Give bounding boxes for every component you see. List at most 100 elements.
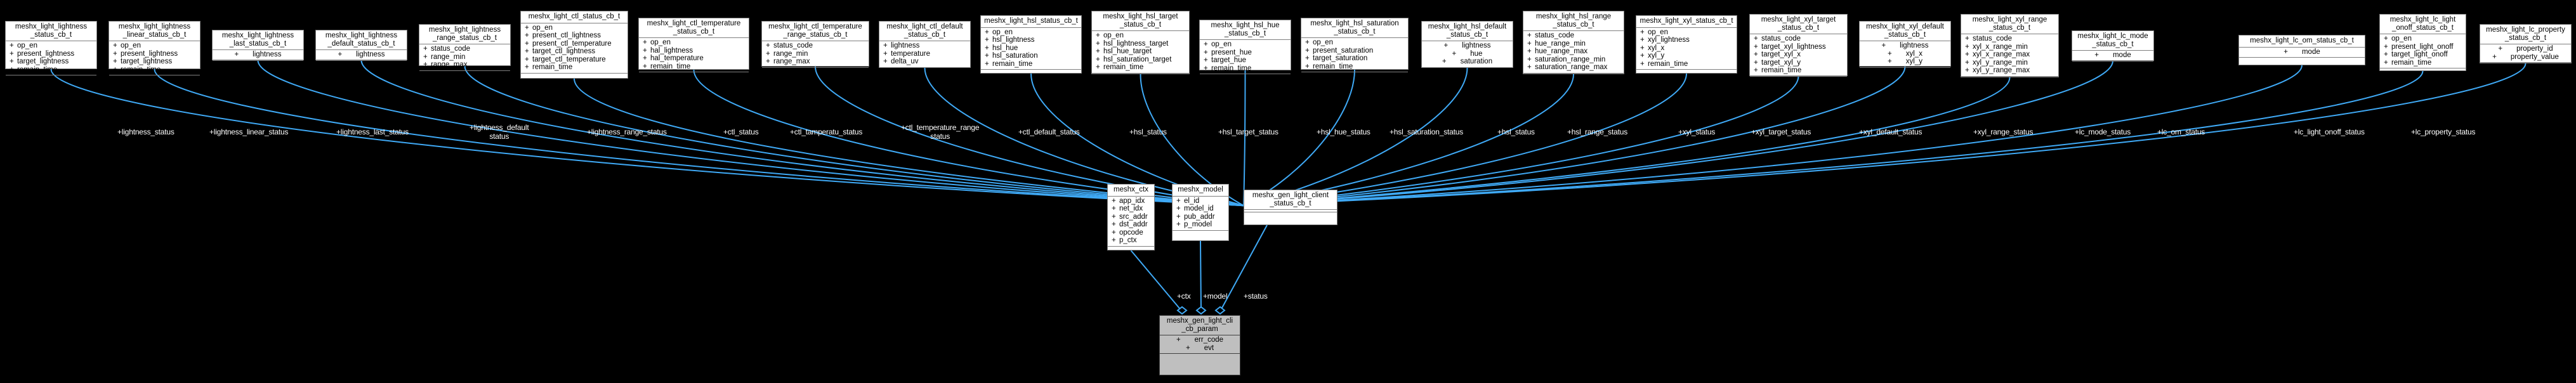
class-node-operations — [1422, 68, 1513, 74]
visibility-plus-icon: + — [2384, 42, 2388, 51]
visibility-plus-icon: + — [1204, 56, 1208, 65]
class-attribute-row: +dst_addr — [1108, 221, 1154, 229]
class-node-n3[interactable]: meshx_light_lightness _default_status_cb… — [315, 30, 407, 61]
class-node-n13[interactable]: meshx_light_hsl_default _status_cb_t+lig… — [1421, 21, 1513, 68]
class-node-n4[interactable]: meshx_light_lightness _range_status_cb_t… — [419, 24, 511, 71]
class-attribute-row: +hal_temperature — [639, 55, 749, 63]
class-node-n7[interactable]: meshx_light_ctl_temperature _range_statu… — [761, 21, 869, 68]
visibility-plus-icon: + — [10, 58, 14, 66]
association-edge-n21 — [1243, 70, 2424, 207]
class-node-n16[interactable]: meshx_light_xyl_target _status_cb_t+stat… — [1749, 14, 1848, 77]
class-attribute-row: +lightness — [1422, 42, 1513, 50]
class-node-n24[interactable]: meshx_model+el_id+model_id+pub_addr+p_mo… — [1172, 184, 1229, 241]
class-node-title: meshx_light_lightness _linear_status_cb_… — [109, 22, 200, 41]
class-attribute-row: +remain_time — [1301, 63, 1408, 71]
edge-label: +xyl_range_status — [1973, 127, 2034, 136]
class-node-operations — [6, 75, 96, 81]
class-node-operations — [762, 68, 869, 74]
visibility-plus-icon: + — [1096, 32, 1100, 39]
visibility-plus-icon: + — [1305, 39, 1310, 46]
visibility-plus-icon: + — [113, 49, 117, 58]
class-node-n17[interactable]: meshx_light_xyl_default _status_cb_t+lig… — [1859, 21, 1951, 68]
class-node-attributes: +op_en+xyl_lightness+xyl_x+xyl_y+remain_… — [1636, 28, 1737, 70]
visibility-plus-icon: + — [1640, 60, 1645, 68]
class-attribute-name: dst_addr — [1119, 221, 1148, 229]
class-node-operations — [1108, 247, 1154, 252]
class-attribute-row: +present_ctl_lightness — [521, 32, 628, 40]
class-node-n19[interactable]: meshx_light_lc_mode _status_cb_t+mode — [2072, 30, 2154, 62]
class-attribute-name: hue — [1470, 49, 1483, 58]
class-attribute-name: lightness — [253, 51, 282, 58]
class-node-attributes: + lightness — [213, 50, 303, 61]
class-node-n15[interactable]: meshx_light_xyl_status_cb_t+op_en+xyl_li… — [1636, 15, 1737, 74]
class-attribute-name: status_code — [773, 42, 813, 49]
visibility-plus-icon: + — [525, 55, 529, 63]
class-attribute-row: +range_min — [762, 50, 869, 58]
class-attribute-row: +p_ctx — [1108, 237, 1154, 245]
class-node-operations — [1173, 231, 1228, 237]
class-node-n9[interactable]: meshx_light_hsl_status_cb_t+op_en+hsl_li… — [980, 15, 1082, 74]
visibility-plus-icon: + — [1965, 51, 1969, 59]
class-node-n10[interactable]: meshx_light_hsl_target _status_cb_t+op_e… — [1091, 11, 1190, 74]
visibility-plus-icon: + — [1527, 48, 1532, 56]
class-node-n23[interactable]: meshx_ctx+app_idx+net_idx+src_addr+dst_a… — [1107, 184, 1155, 250]
visibility-plus-icon: + — [1176, 221, 1181, 229]
class-attribute-row: +remain_time — [639, 63, 749, 71]
class-node-n2[interactable]: meshx_light_lightness _last_status_cb_t+… — [212, 30, 304, 61]
visibility-plus-icon: + — [113, 58, 117, 66]
class-attribute-name: remain_time — [1103, 63, 1144, 72]
edge-label: +ctl_temperature_range status — [901, 123, 980, 141]
class-node-n12[interactable]: meshx_light_hsl_saturation _status_cb_t+… — [1301, 18, 1409, 73]
edge-label: +lightness_range_status — [587, 127, 667, 136]
class-node-n20[interactable]: meshx_light_lc_om_status_cb_t+mode — [2238, 35, 2365, 65]
aggregation-diamond-model — [1195, 306, 1207, 315]
class-attribute-row: +op_en — [109, 42, 200, 50]
class-attribute-row: +range_max — [419, 61, 510, 69]
class-node-n14[interactable]: meshx_light_hsl_range _status_cb_t+statu… — [1523, 11, 1624, 74]
class-node-meshx_gen_light_cli_cb_param[interactable]: meshx_gen_light_cli _cb_param+err_code+e… — [1159, 315, 1240, 375]
class-node-n11[interactable]: meshx_light_hsl_hue _status_cb_t+op_en+p… — [1199, 20, 1291, 75]
visibility-plus-icon: + — [1112, 237, 1116, 245]
edge-label: +xyl_default_status — [1859, 127, 1922, 136]
class-node-n6[interactable]: meshx_light_ctl_temperature _status_cb_t… — [638, 18, 749, 73]
visibility-plus-icon: + — [766, 58, 770, 66]
class-attribute-row: +temperature — [879, 50, 970, 58]
class-node-n1[interactable]: meshx_light_lightness _linear_status_cb_… — [108, 21, 200, 76]
class-node-attributes: +lightness+xyl_x+xyl_y — [1860, 41, 1950, 68]
visibility-plus-icon: + — [1112, 221, 1116, 229]
class-node-n8[interactable]: meshx_light_ctl_default _status_cb_t+lig… — [879, 21, 971, 68]
class-attribute-row: +target_saturation — [1301, 55, 1408, 63]
class-node-title: meshx_light_ctl_temperature _status_cb_t — [639, 18, 749, 38]
class-attribute-row: +op_en — [2380, 35, 2466, 43]
class-attribute-row: +net_idx — [1108, 205, 1154, 213]
class-attribute-name: present_ctl_lightness — [532, 32, 601, 40]
class-node-n21[interactable]: meshx_light_lc_light _onoff_status_cb_t+… — [2379, 14, 2466, 71]
class-attribute-name: op_en — [650, 39, 671, 46]
class-attribute-name: present_light_onoff — [2391, 42, 2454, 51]
class-node-title: meshx_light_ctl_temperature _range_statu… — [762, 22, 869, 41]
class-node-operations — [2480, 63, 2571, 68]
class-attribute-row: +remain_time — [1636, 60, 1737, 68]
class-attribute-row: +remain_time — [2380, 59, 2466, 67]
class-node-operations — [2072, 62, 2153, 67]
class-attribute-name: saturation_range_max — [1535, 63, 1608, 72]
visibility-plus-icon: + — [234, 51, 239, 58]
edge-label: +ctl_default_status — [1018, 127, 1080, 136]
edge-label: +lightness_default status — [470, 123, 529, 141]
class-attribute-row: +op_en — [981, 29, 1081, 37]
class-node-n18[interactable]: meshx_light_xyl_range _status_cb_t+statu… — [1961, 14, 2059, 77]
class-attribute-name: xyl_y — [1905, 58, 1922, 66]
visibility-plus-icon: + — [1754, 51, 1758, 59]
class-node-n5[interactable]: meshx_light_ctl_status_cb_t+op_en+presen… — [520, 11, 628, 79]
class-attribute-row: +op_en — [1636, 29, 1737, 37]
class-attribute-name: present_hue — [1211, 48, 1252, 56]
class-attribute-name: pub_addr — [1184, 212, 1215, 221]
visibility-plus-icon: + — [1888, 49, 1892, 58]
class-node-n0[interactable]: meshx_light_lightness _status_cb_t+op_en… — [5, 21, 97, 76]
class-node-n22[interactable]: meshx_light_lc_property _status_cb_t+pro… — [2480, 24, 2572, 63]
visibility-plus-icon: + — [1096, 55, 1100, 63]
class-attribute-name: p_ctx — [1119, 237, 1137, 245]
visibility-plus-icon: + — [423, 45, 428, 53]
class-node-attributes: +el_id+model_id+pub_addr+p_model — [1173, 197, 1228, 231]
class-node-meshx_gen_light_client_status_cb_t[interactable]: meshx_gen_light_client _status_cb_t — [1244, 190, 1337, 225]
